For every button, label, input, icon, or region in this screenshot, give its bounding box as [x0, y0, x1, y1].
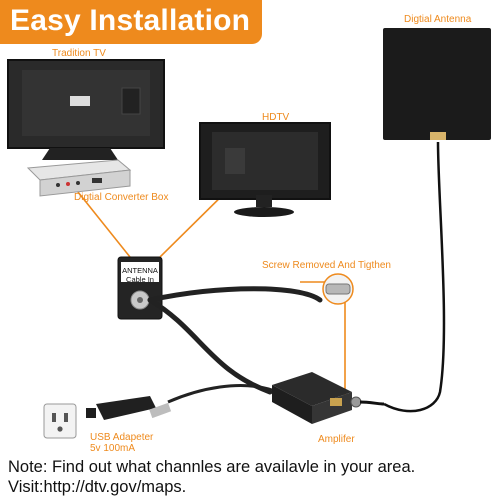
- antenna-panel: [383, 28, 491, 413]
- label-converter-box: Digtial Converter Box: [74, 192, 169, 203]
- coax-cable: [147, 286, 323, 395]
- power-outlet: [43, 403, 77, 439]
- label-amplifier: Amplifer: [318, 434, 355, 445]
- connector-lines: [61, 171, 346, 400]
- note-line1: Note: Find out what channles are availav…: [8, 458, 416, 476]
- wall-plate-label: ANTENNA Cable In: [120, 266, 160, 284]
- usb-adapter: [86, 384, 273, 420]
- label-digital-antenna: Digtial Antenna: [404, 14, 472, 25]
- label-hdtv: HDTV: [262, 112, 290, 123]
- page-title: Easy Installation: [10, 4, 251, 37]
- label-tradition-tv: Tradition TV: [52, 48, 106, 59]
- note-line2: Visit:http://dtv.gov/maps.: [8, 478, 187, 496]
- title-banner: [0, 0, 262, 44]
- converter-box: [26, 159, 132, 197]
- label-usb-adapter: USB Adapeter: [90, 432, 154, 443]
- amplifier: [272, 372, 385, 424]
- label-screw: Screw Removed And Tigthen: [262, 260, 391, 271]
- screw-connector: [322, 273, 354, 305]
- tradition-tv: [7, 59, 165, 160]
- hdtv: [199, 122, 331, 217]
- label-usb-adapter-spec: 5v 100mA: [90, 443, 136, 454]
- wall-plate-line1: ANTENNA: [122, 266, 158, 275]
- wall-plate-line2: Cable In: [126, 275, 154, 284]
